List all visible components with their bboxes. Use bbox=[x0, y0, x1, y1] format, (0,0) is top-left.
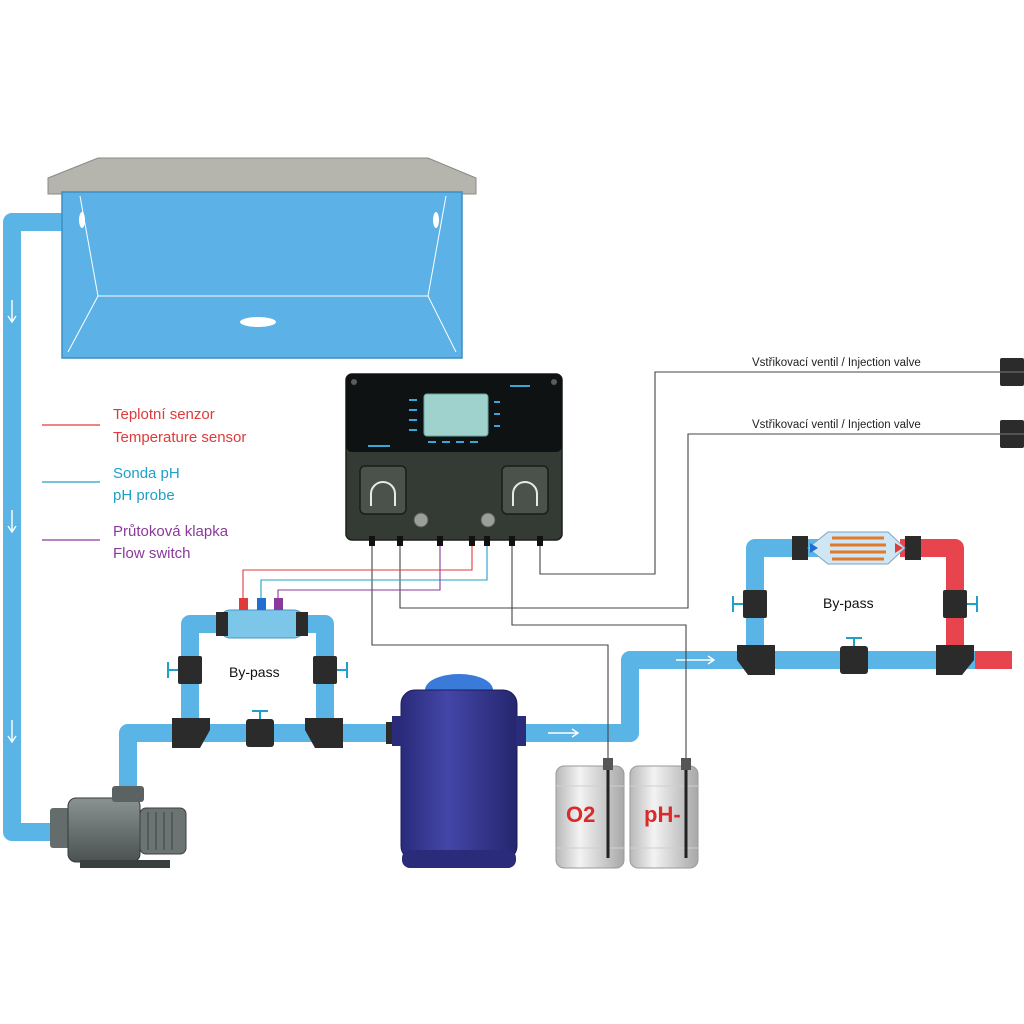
ph-probe bbox=[257, 598, 266, 610]
suction-lance bbox=[603, 758, 613, 770]
cable-gland-icon bbox=[413, 512, 429, 528]
cable-gland-icon bbox=[480, 512, 496, 528]
sensor-cell bbox=[219, 609, 305, 639]
arrow-down-icon bbox=[7, 300, 17, 324]
arrow-right-icon bbox=[676, 655, 716, 665]
pump-lid bbox=[112, 786, 144, 802]
arrow-right-icon bbox=[548, 728, 580, 738]
filter-body bbox=[400, 689, 518, 861]
controller-connectors bbox=[369, 536, 543, 546]
pool-inlet-right bbox=[433, 212, 439, 228]
pipe-coupling bbox=[386, 722, 394, 744]
flow-arrows bbox=[7, 213, 1017, 744]
legend-flow-switch-line2: Flow switch bbox=[113, 545, 191, 562]
filter-port-left bbox=[392, 716, 402, 746]
pool-rim bbox=[47, 157, 477, 195]
right-bypass: By-pass bbox=[732, 531, 978, 675]
pump-inlet bbox=[50, 808, 70, 848]
pump-foot bbox=[80, 860, 170, 868]
hose-tank-o2 bbox=[371, 540, 609, 760]
pump-rotor-icon bbox=[512, 481, 538, 506]
bypass-left-label: By-pass bbox=[229, 664, 280, 680]
legend-temperature-line1: Teplotní senzor bbox=[113, 406, 215, 423]
bypass-valve-right bbox=[943, 590, 967, 618]
bypass-valve-right bbox=[313, 656, 337, 684]
flow-out-icon bbox=[895, 543, 903, 553]
dosing-controller bbox=[345, 373, 563, 546]
pool-inlet-left bbox=[79, 212, 85, 228]
tank-ph-minus-label: pH- bbox=[644, 802, 681, 827]
arrow-left-icon bbox=[588, 213, 615, 223]
tee-fitting bbox=[936, 645, 974, 675]
temperature-sensor bbox=[239, 598, 248, 610]
wiring bbox=[242, 371, 1004, 760]
legend-temperature-line2: Temperature sensor bbox=[113, 429, 246, 446]
peristaltic-pump-left bbox=[359, 465, 407, 515]
filter-port-right bbox=[516, 716, 526, 746]
main-valve-right bbox=[840, 646, 868, 674]
hose-injection-valve-1 bbox=[539, 371, 1004, 575]
tee-fitting bbox=[737, 645, 775, 675]
tee-fitting bbox=[305, 718, 343, 748]
pool bbox=[47, 157, 477, 359]
injection-valve-1-label: Vstřikovací ventil / Injection valve bbox=[752, 357, 921, 369]
injection-valve-2-label: Vstřikovací ventil / Injection valve bbox=[752, 419, 921, 431]
bypass-valve-left bbox=[178, 656, 202, 684]
sand-filter bbox=[392, 674, 526, 868]
bypass-right-label: By-pass bbox=[823, 595, 874, 611]
pump-rotor-icon bbox=[370, 481, 396, 506]
arrow-up-icon bbox=[1007, 516, 1017, 540]
display-indicators-left bbox=[409, 399, 417, 431]
heat-exchanger bbox=[792, 531, 921, 565]
pool-drain bbox=[240, 317, 276, 327]
pool-inner-outline bbox=[79, 195, 447, 297]
arrow-left-icon bbox=[818, 213, 845, 223]
tee-fitting bbox=[172, 718, 210, 748]
controller-display bbox=[423, 393, 489, 437]
cable-ph-probe bbox=[260, 540, 488, 598]
bypass-valve-left bbox=[743, 590, 767, 618]
circulation-pump bbox=[50, 786, 187, 868]
tank-o2-label: O2 bbox=[566, 802, 595, 827]
flow-in-icon bbox=[810, 543, 818, 553]
tank-ph-minus: pH- bbox=[629, 758, 699, 869]
legend-ph-probe-line1: Sonda pH bbox=[113, 465, 180, 482]
arrow-down-icon bbox=[7, 720, 17, 744]
cable-flow-switch bbox=[277, 540, 441, 598]
main-valve-left bbox=[246, 719, 274, 747]
fitting bbox=[296, 612, 308, 636]
display-indicators-right bbox=[494, 401, 500, 427]
tank-o2: O2 bbox=[555, 758, 625, 869]
peristaltic-pump-right bbox=[501, 465, 549, 515]
suction-lance bbox=[681, 758, 691, 770]
pool-basin bbox=[61, 191, 463, 359]
injection-valves: Vstřikovací ventil / Injection valve Vst… bbox=[752, 357, 1024, 448]
hose-tank-ph bbox=[511, 540, 687, 760]
screw-icon bbox=[351, 379, 357, 385]
legend-flow-switch-line1: Průtoková klapka bbox=[113, 523, 229, 540]
arrow-down-icon bbox=[7, 510, 17, 534]
screw-icon bbox=[551, 379, 557, 385]
hose-injection-valve-2 bbox=[399, 433, 1004, 609]
pump-motor bbox=[139, 807, 187, 855]
filter-base bbox=[402, 850, 516, 868]
chemical-tanks: O2 pH- bbox=[555, 758, 699, 869]
fitting bbox=[216, 612, 228, 636]
cable-temperature-sensor bbox=[242, 540, 473, 598]
flow-switch bbox=[274, 598, 283, 610]
left-bypass: By-pass bbox=[167, 598, 394, 748]
legend: Teplotní senzor Temperature sensor Sonda… bbox=[42, 406, 246, 562]
arrow-up-icon bbox=[1007, 286, 1017, 310]
pump-strainer-housing bbox=[67, 797, 141, 863]
legend-ph-probe-line2: pH probe bbox=[113, 487, 175, 504]
